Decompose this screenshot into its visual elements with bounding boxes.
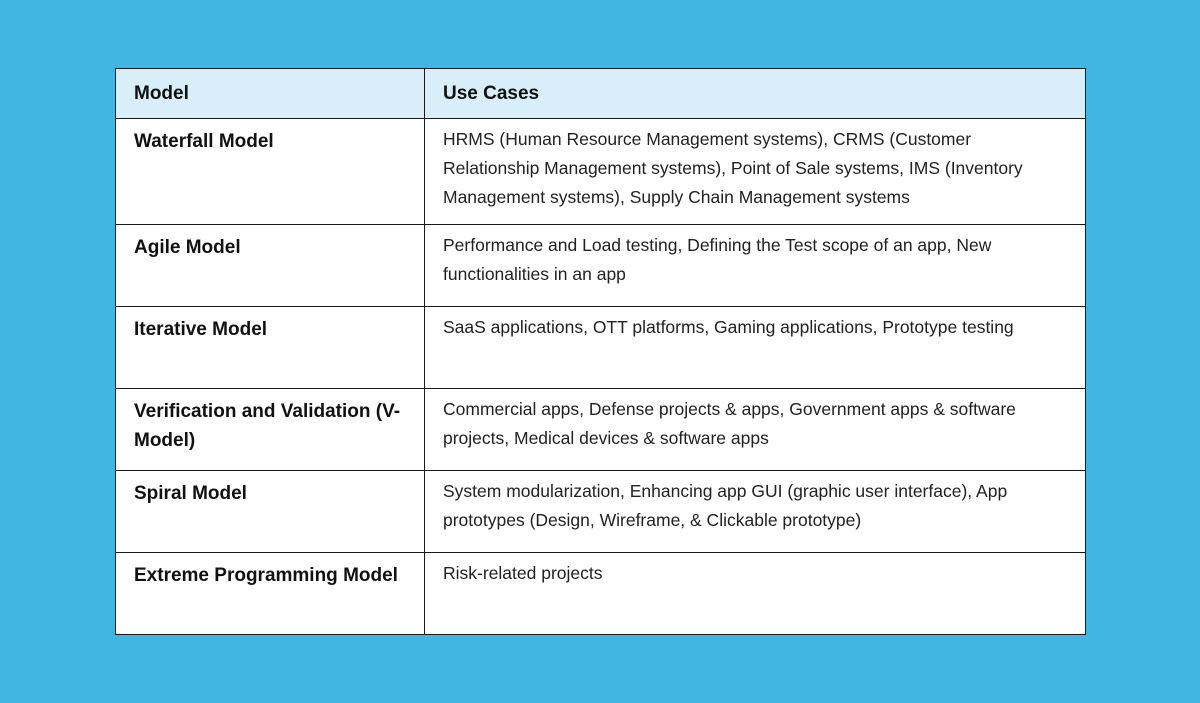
model-cell: Extreme Programming Model: [115, 552, 425, 635]
table-row: Verification and Validation (V-Model) Co…: [115, 388, 1086, 471]
models-use-cases-table: Model Use Cases Waterfall Model HRMS (Hu…: [115, 68, 1086, 635]
models-table-container: Model Use Cases Waterfall Model HRMS (Hu…: [115, 68, 1086, 635]
table-header-row: Model Use Cases: [115, 68, 1086, 119]
model-cell: Agile Model: [115, 224, 425, 307]
table-row: Spiral Model System modularization, Enha…: [115, 470, 1086, 553]
table-row: Agile Model Performance and Load testing…: [115, 224, 1086, 307]
table-row: Iterative Model SaaS applications, OTT p…: [115, 306, 1086, 389]
model-cell: Waterfall Model: [115, 118, 425, 225]
use-cases-cell: Commercial apps, Defense projects & apps…: [424, 388, 1086, 471]
table-row: Waterfall Model HRMS (Human Resource Man…: [115, 118, 1086, 225]
header-use-cases: Use Cases: [424, 68, 1086, 119]
model-cell: Spiral Model: [115, 470, 425, 553]
table-row: Extreme Programming Model Risk-related p…: [115, 552, 1086, 635]
use-cases-cell: Risk-related projects: [424, 552, 1086, 635]
header-model: Model: [115, 68, 425, 119]
use-cases-cell: SaaS applications, OTT platforms, Gaming…: [424, 306, 1086, 389]
use-cases-cell: HRMS (Human Resource Management systems)…: [424, 118, 1086, 225]
use-cases-cell: System modularization, Enhancing app GUI…: [424, 470, 1086, 553]
model-cell: Iterative Model: [115, 306, 425, 389]
use-cases-cell: Performance and Load testing, Defining t…: [424, 224, 1086, 307]
model-cell: Verification and Validation (V-Model): [115, 388, 425, 471]
